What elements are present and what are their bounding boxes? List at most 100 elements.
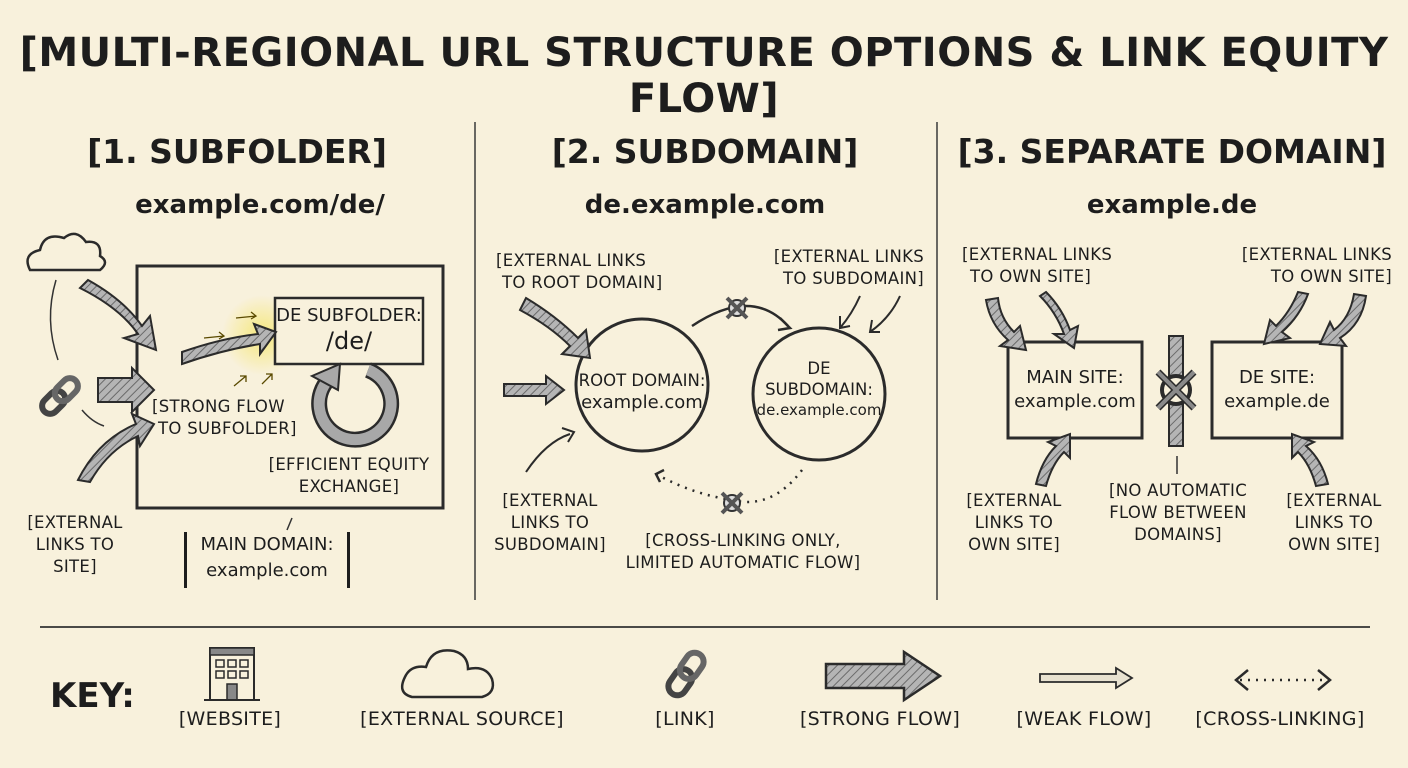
column-divider-1 xyxy=(474,122,476,600)
small-flow-arrows xyxy=(203,311,273,387)
de-subfolder-box xyxy=(273,296,425,366)
link-icon xyxy=(39,375,81,417)
external-links-subdomain-bottom-label: [EXTERNAL LINKS TO SUBDOMAIN] xyxy=(494,490,606,556)
efficient-equity-label: [EFFICIENT EQUITY EXCHANGE] xyxy=(268,454,430,498)
label-line: de.example.com xyxy=(756,401,882,419)
strong-flow-arrow-icon xyxy=(824,649,943,703)
blocked-x-icon xyxy=(725,296,749,320)
label-line: example.com xyxy=(581,392,703,413)
root-domain-circle xyxy=(574,317,710,453)
label-line: TO SUBDOMAIN] xyxy=(783,269,924,288)
subdomain-url: de.example.com xyxy=(584,190,826,220)
label-line: LINKS TO xyxy=(35,535,115,554)
root-domain-label: ROOT DOMAIN: example.com xyxy=(576,370,708,414)
label-line: SUBDOMAIN] xyxy=(494,535,606,554)
strong-flow-arrow xyxy=(78,278,158,352)
strong-flow-arrow xyxy=(984,296,1028,352)
de-subfolder-title: DE SUBFOLDER: xyxy=(276,305,422,326)
label-line: LIMITED AUTOMATIC FLOW] xyxy=(625,553,861,572)
equity-exchange-cycle-icon xyxy=(309,362,400,448)
label-line: DOMAINS] xyxy=(1134,525,1222,544)
weak-flow-arrow-icon xyxy=(1039,666,1134,690)
strong-flow-to-subfolder-arrow xyxy=(181,322,278,366)
key-label-website: [WEBSITE] xyxy=(178,708,282,730)
column-divider-2 xyxy=(936,122,938,600)
external-links-main-top-label: [EXTERNAL LINKS TO OWN SITE] xyxy=(962,244,1112,288)
blocked-x-icon xyxy=(1155,369,1197,411)
label-line: example.com xyxy=(1014,391,1136,412)
external-links-site-label: [EXTERNAL LINKS TO SITE] xyxy=(20,512,130,578)
arrowhead xyxy=(654,468,665,483)
label-line: EXCHANGE] xyxy=(298,477,400,496)
label-line: MAIN DOMAIN: xyxy=(200,534,334,555)
strong-flow-arrow xyxy=(97,365,156,415)
label-line: OWN SITE] xyxy=(1288,535,1380,554)
blocked-x-icon xyxy=(720,491,744,515)
label-line: SITE] xyxy=(53,557,97,576)
strong-flow-label: [STRONG FLOW TO SUBFOLDER] xyxy=(152,396,297,440)
main-domain-label: MAIN DOMAIN: example.com xyxy=(184,532,350,588)
label-line: [EFFICIENT EQUITY xyxy=(268,455,430,474)
external-links-main-bottom-label: [EXTERNAL LINKS TO OWN SITE] xyxy=(958,490,1070,556)
external-links-root-label: [EXTERNAL LINKS TO ROOT DOMAIN] xyxy=(496,250,662,294)
cross-linking-arrow-icon xyxy=(1234,669,1332,691)
weak-flow-arrow xyxy=(868,295,901,333)
label-line: TO SUBFOLDER] xyxy=(158,419,297,438)
weak-flow-arrow xyxy=(839,295,861,330)
label-line: TO OWN SITE] xyxy=(970,267,1092,286)
label-line: [STRONG FLOW xyxy=(152,397,285,416)
link-icon xyxy=(665,649,707,699)
cross-linking-label: [CROSS-LINKING ONLY, LIMITED AUTOMATIC F… xyxy=(618,530,868,574)
separate-domain-url: example.de xyxy=(1086,190,1258,220)
label-line: LINKS TO xyxy=(510,513,590,532)
pointer-line xyxy=(286,517,293,531)
label-line: MAIN SITE: xyxy=(1026,367,1124,388)
label-line: [EXTERNAL xyxy=(1286,491,1382,510)
strong-flow-arrow xyxy=(1291,432,1330,488)
page-title: [MULTI-REGIONAL URL STRUCTURE OPTIONS & … xyxy=(19,30,1389,122)
label-line: LINKS TO xyxy=(1294,513,1374,532)
label-line: DE xyxy=(807,359,831,378)
weak-flow-arrow xyxy=(81,409,105,427)
main-site-label: MAIN SITE: example.com xyxy=(1008,366,1142,414)
de-subdomain-circle xyxy=(751,326,887,462)
label-line: example.com xyxy=(206,560,328,581)
label-line: [EXTERNAL LINKS xyxy=(496,251,647,270)
label-line: FLOW BETWEEN xyxy=(1109,503,1247,522)
subfolder-url: example.com/de/ xyxy=(135,190,385,220)
label-line: [NO AUTOMATIC xyxy=(1108,481,1248,500)
subdomain-heading: [2. SUBDOMAIN] xyxy=(551,132,859,171)
key-label-external-source: [EXTERNAL SOURCE] xyxy=(360,708,564,730)
key-label-cross-linking: [CROSS-LINKING] xyxy=(1195,708,1365,730)
label-line: [EXTERNAL LINKS xyxy=(1241,245,1392,264)
no-automatic-flow-label: [NO AUTOMATIC FLOW BETWEEN DOMAINS] xyxy=(1100,480,1256,546)
key-title: KEY: xyxy=(50,676,135,716)
strong-flow-arrow xyxy=(1034,432,1071,488)
label-line: TO ROOT DOMAIN] xyxy=(502,273,663,292)
label-line: [EXTERNAL xyxy=(966,491,1062,510)
strong-flow-arrow xyxy=(1318,292,1368,348)
label-line: [CROSS-LINKING ONLY, xyxy=(645,531,841,550)
de-site-label: DE SITE: example.de xyxy=(1212,366,1342,414)
label-line: SUBDOMAIN: xyxy=(765,380,873,399)
label-line: [EXTERNAL LINKS xyxy=(962,245,1113,264)
cloud-icon xyxy=(400,649,495,699)
subfolder-heading: [1. SUBFOLDER] xyxy=(87,132,387,171)
separate-domain-heading: [3. SEPARATE DOMAIN] xyxy=(957,132,1387,171)
weak-flow-arrow xyxy=(525,427,576,473)
external-links-de-top-label: [EXTERNAL LINKS TO OWN SITE] xyxy=(1226,244,1392,288)
strong-flow-arrow xyxy=(1262,290,1310,346)
strong-flow-arrow xyxy=(1038,290,1080,350)
arrowhead xyxy=(777,317,793,332)
external-links-subdomain-top-label: [EXTERNAL LINKS TO SUBDOMAIN] xyxy=(760,246,924,290)
cloud-icon xyxy=(26,232,107,272)
label-line: LINKS TO xyxy=(974,513,1054,532)
label-line: OWN SITE] xyxy=(968,535,1060,554)
external-links-de-bottom-label: [EXTERNAL LINKS TO OWN SITE] xyxy=(1278,490,1390,556)
strong-flow-arrow xyxy=(518,296,592,360)
connector-line xyxy=(49,279,59,361)
key-label-strong-flow: [STRONG FLOW] xyxy=(799,708,961,730)
